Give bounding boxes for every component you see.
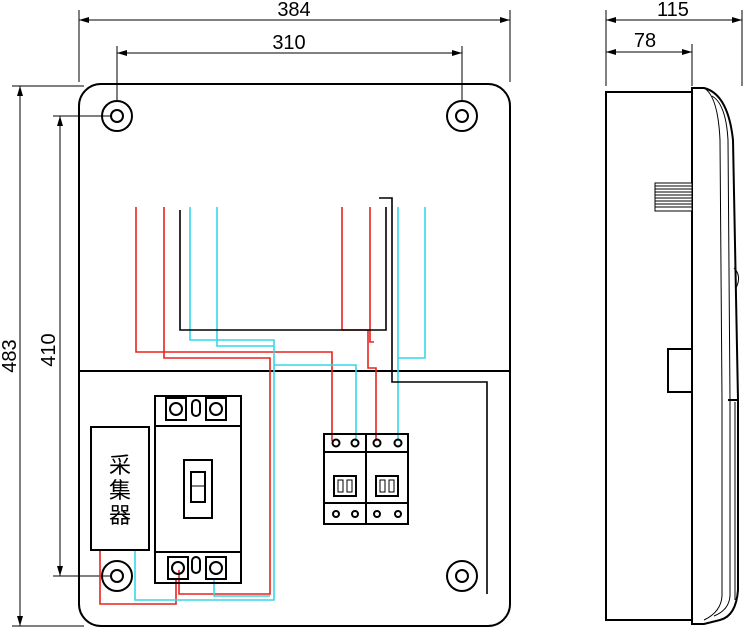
mounting-hole-bottom-left <box>101 560 133 592</box>
dimension-overall-height-label: 483 <box>0 339 21 372</box>
side-hinge <box>733 267 740 289</box>
mounting-hole-top-right <box>446 100 478 132</box>
ground-wire-1 <box>179 207 387 331</box>
dimension-inner-depth: 78 <box>606 30 693 86</box>
side-view <box>605 87 740 625</box>
collector-label-char-2: 集 <box>109 478 131 503</box>
collector-box: 采 集 器 <box>90 426 150 551</box>
live-wire-1 <box>135 207 333 441</box>
dimension-hole-spacing-width: 310 <box>116 32 463 100</box>
enclosure-outline <box>78 83 511 627</box>
dimension-hole-spacing-width-label: 310 <box>272 32 305 54</box>
neutral-wire-5 <box>398 207 426 359</box>
neutral-wire-1 <box>134 207 275 601</box>
dimension-overall-depth-label: 115 <box>657 0 689 21</box>
live-wire-collector <box>99 551 177 605</box>
side-view-outline <box>605 87 739 625</box>
neutral-wire-2 <box>216 207 274 347</box>
ground-wire-2 <box>379 197 488 594</box>
collector-label-char-3: 器 <box>109 503 131 528</box>
dimension-hole-spacing-height-label: 410 <box>38 333 60 366</box>
neutral-wire-6 <box>213 580 270 597</box>
main-breaker <box>154 395 242 584</box>
dimension-overall-depth: 115 <box>605 0 743 86</box>
wiring <box>99 197 488 605</box>
side-latch <box>667 348 693 393</box>
collector-label-char-1: 采 <box>109 453 131 478</box>
live-wire-3 <box>341 207 377 441</box>
dimension-inner-depth-label: 78 <box>634 30 656 52</box>
dimension-overall-height: 483 <box>0 85 84 627</box>
mounting-hole-top-left <box>101 100 133 132</box>
miniature-breaker-right <box>365 433 409 525</box>
live-wire-2 <box>163 207 271 595</box>
dimension-hole-spacing-height: 410 <box>38 115 110 577</box>
side-vent <box>654 182 693 212</box>
neutral-wire-3 <box>274 364 357 441</box>
live-wire-4 <box>369 207 374 343</box>
mounting-hole-bottom-right <box>446 560 478 592</box>
dimension-overall-width: 384 <box>78 0 511 82</box>
dimension-overall-width-label: 384 <box>277 0 310 21</box>
miniature-breaker-left <box>323 433 367 525</box>
front-view: 采 集 器 <box>78 83 511 627</box>
